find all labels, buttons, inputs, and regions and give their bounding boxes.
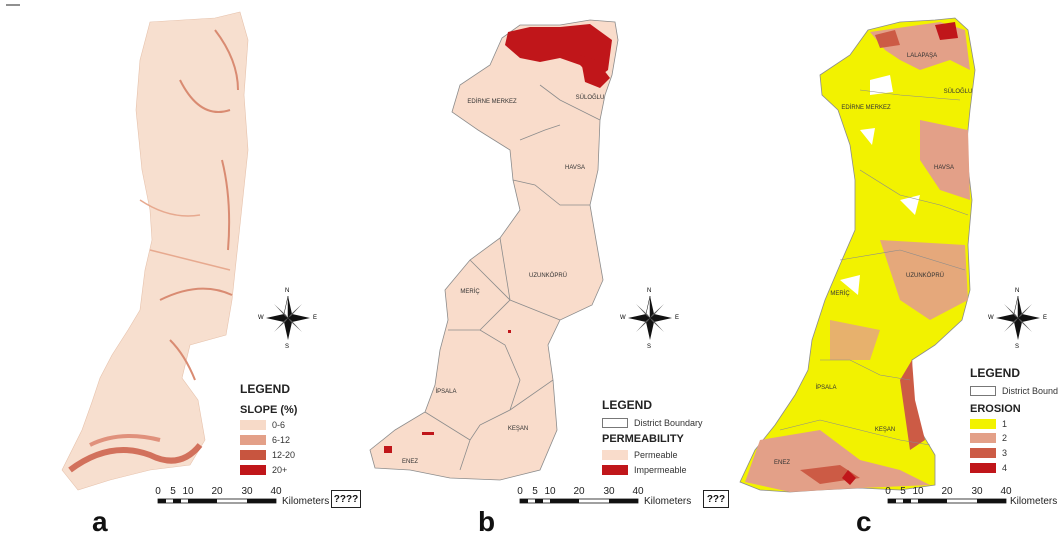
district-label: İPSALA (815, 385, 837, 391)
legend-item: Impermeable (602, 465, 687, 475)
scale-unit-c: Kilometers (1010, 496, 1058, 507)
district-label: EDİRNE MERKEZ (467, 99, 517, 105)
legend-item: Permeable (602, 450, 678, 460)
district-label: MERİÇ (460, 289, 480, 295)
scale-bar-b (519, 498, 639, 504)
scale-unit-a: Kilometers (282, 496, 330, 507)
scale-tick: 20 (211, 486, 223, 497)
district-label: SÜLOĞLU (943, 89, 973, 95)
compass-b-w: W (620, 315, 626, 321)
legend-item: 3 (970, 448, 1007, 458)
legend-subtitle-c: EROSION (970, 403, 1021, 415)
marker-b: ??? (703, 490, 729, 508)
district-label: HAVSA (934, 165, 954, 171)
scale-tick: 5 (170, 486, 176, 497)
legend-item: 12-20 (240, 450, 295, 460)
district-label: ENEZ (773, 460, 791, 466)
scale-tick: 40 (1000, 486, 1012, 497)
compass-b-s: S (647, 344, 652, 350)
compass-c (996, 295, 1040, 340)
scale-tick: 20 (573, 486, 585, 497)
legend-item: District Boundary (602, 418, 703, 428)
legend-swatch (970, 386, 996, 396)
compass-a (266, 295, 310, 340)
scale-bar-c (887, 498, 1007, 504)
legend-subtitle-a: SLOPE (%) (240, 404, 298, 416)
compass-a-n: N (285, 288, 290, 294)
district-label: HAVSA (565, 165, 585, 171)
district-label: UZUNKÖPRÜ (528, 273, 568, 279)
legend-item: 2 (970, 433, 1007, 443)
compass-a-e: E (313, 315, 318, 321)
scale-tick: 10 (912, 486, 924, 497)
legend-item: District Boundar (970, 386, 1058, 396)
compass-b-n: N (647, 288, 652, 294)
legend-title-b: LEGEND (602, 398, 653, 412)
scale-unit-b: Kilometers (644, 496, 692, 507)
scale-tick: 0 (885, 486, 891, 497)
legend-title-a: LEGEND (240, 382, 291, 396)
scale-tick: 30 (603, 486, 615, 497)
district-label: EDİRNE MERKEZ (841, 105, 891, 111)
compass-c-e: E (1043, 315, 1048, 321)
legend-item: 4 (970, 463, 1007, 473)
scale-tick: 40 (632, 486, 644, 497)
compass-b-e: E (675, 315, 680, 321)
compass-c-n: N (1015, 288, 1020, 294)
legend-swatch (602, 450, 628, 460)
compass-b (628, 295, 672, 340)
slope-map (61, 11, 249, 491)
compass-c-s: S (1015, 344, 1020, 350)
legend-subtitle-b: PERMEABILITY (602, 433, 684, 445)
legend-swatch (240, 450, 266, 460)
scale-tick: 0 (517, 486, 523, 497)
legend-swatch (970, 419, 996, 429)
scale-tick: 20 (941, 486, 953, 497)
district-label: MERİÇ (830, 291, 850, 297)
district-label: KEŞAN (874, 427, 896, 433)
legend-item: 1 (970, 419, 1007, 429)
scale-tick: 5 (900, 486, 906, 497)
legend-swatch (240, 435, 266, 445)
district-label: SÜLOĞLU (575, 95, 605, 101)
erosion-map (739, 17, 976, 493)
district-label: ENEZ (401, 459, 419, 465)
legend-item: 6-12 (240, 435, 290, 445)
scale-tick: 10 (544, 486, 556, 497)
compass-a-s: S (285, 344, 290, 350)
legend-swatch (602, 418, 628, 428)
panel-letter-c: c (856, 506, 872, 537)
scale-tick: 10 (182, 486, 194, 497)
district-label: KEŞAN (507, 426, 529, 432)
legend-swatch (970, 463, 996, 473)
compass-a-w: W (258, 315, 264, 321)
legend-item: 20+ (240, 465, 287, 475)
scale-tick: 40 (270, 486, 282, 497)
district-label: İPSALA (435, 389, 457, 395)
marker-a: ???? (331, 490, 361, 508)
permeability-map (369, 19, 619, 481)
panel-letter-b: b (478, 506, 496, 537)
legend-swatch (240, 465, 266, 475)
legend-swatch (602, 465, 628, 475)
district-label: UZUNKÖPRÜ (905, 273, 945, 279)
compass-c-w: W (988, 315, 994, 321)
district-label: LALAPAŞA (906, 53, 938, 59)
legend-swatch (240, 420, 266, 430)
legend-item: 0-6 (240, 420, 285, 430)
scale-tick: 30 (241, 486, 253, 497)
legend-swatch (970, 433, 996, 443)
legend-title-c: LEGEND (970, 366, 1021, 380)
legend-swatch (970, 448, 996, 458)
scale-tick: 0 (155, 486, 161, 497)
scale-tick: 30 (971, 486, 983, 497)
scale-tick: 5 (532, 486, 538, 497)
panel-letter-a: a (92, 506, 108, 537)
scale-bar-a (157, 498, 277, 504)
